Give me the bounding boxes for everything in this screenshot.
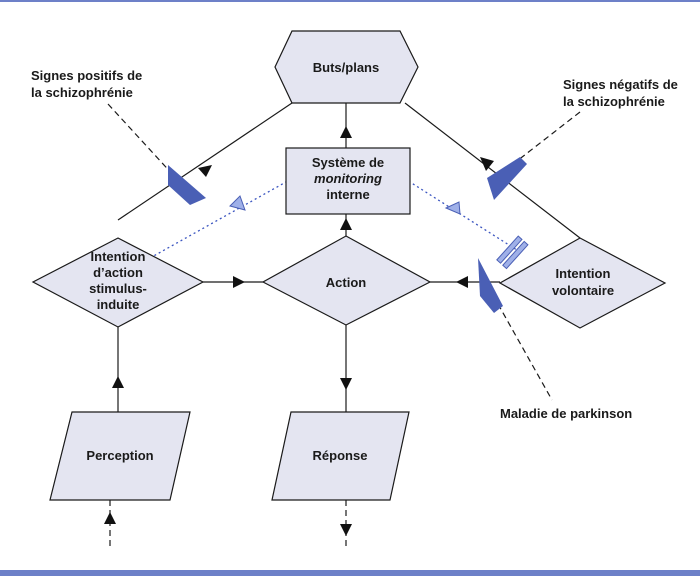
arrowhead-response-output — [340, 524, 352, 536]
arrowhead-input-to-perception — [104, 512, 116, 524]
feedback-arrow-right — [444, 201, 461, 215]
voluntary-intention-label-line1: Intention — [556, 266, 611, 281]
leader-parkinson — [497, 303, 553, 401]
feedback-voluntary-to-monitoring — [409, 181, 521, 253]
negative-signs-label-line2: la schizophrénie — [563, 94, 665, 109]
monitoring-label-line2: monitoring — [314, 171, 382, 186]
arrowhead-stimulus-to-action — [233, 276, 245, 288]
lesion-marker-positive — [168, 165, 206, 205]
voluntary-intention-node — [498, 237, 667, 329]
stimulus-intention-label-line2: d’action — [93, 265, 143, 280]
positive-signs-label-line1: Signes positifs de — [31, 68, 142, 83]
arrowhead-to-monitoring — [340, 218, 352, 230]
arrowhead-to-stimulus-from-perception — [112, 376, 124, 388]
arrowhead-to-stimulus-intention — [198, 165, 212, 177]
stimulus-intention-label-line3: stimulus- — [89, 281, 147, 296]
response-label: Réponse — [313, 448, 368, 463]
monitoring-label-line3: interne — [326, 187, 369, 202]
edge-goals-to-stimulus-intention — [117, 102, 293, 221]
perception-node — [49, 411, 191, 501]
goals-node — [274, 30, 419, 104]
arrowhead-to-goals — [340, 126, 352, 138]
action-node — [261, 235, 432, 326]
arrowhead-to-response — [340, 378, 352, 390]
stimulus-intention-node — [31, 237, 205, 328]
arrowhead-voluntary-to-action — [456, 276, 468, 288]
perception-label: Perception — [86, 448, 153, 463]
frame-bottom-rule — [0, 570, 700, 576]
response-node — [271, 411, 410, 501]
feedback-arrow-left — [229, 195, 246, 211]
feedback-stimulus-to-monitoring — [149, 181, 287, 259]
negative-signs-label-line1: Signes négatifs de — [563, 77, 678, 92]
arrowhead-to-voluntary-intention — [480, 157, 494, 171]
monitoring-node — [285, 147, 411, 215]
goals-label: Buts/plans — [313, 60, 379, 75]
stimulus-intention-label-line4: induite — [97, 297, 140, 312]
parkinson-label: Maladie de parkinson — [500, 406, 632, 421]
lesion-marker-negative — [487, 157, 527, 200]
leader-negative-signs — [507, 111, 581, 169]
voluntary-intention-label-line2: volontaire — [552, 283, 614, 298]
monitoring-label-line1: Système de — [312, 155, 384, 170]
stimulus-intention-label-line1: Intention — [91, 249, 146, 264]
frame-top-rule — [0, 0, 700, 2]
lesion-marker-parkinson — [478, 258, 503, 313]
edge-goals-to-voluntary-intention — [404, 102, 581, 239]
lesion-marker-parkinson-double — [496, 235, 529, 270]
positive-signs-label-line2: la schizophrénie — [31, 85, 133, 100]
action-label: Action — [326, 275, 367, 290]
